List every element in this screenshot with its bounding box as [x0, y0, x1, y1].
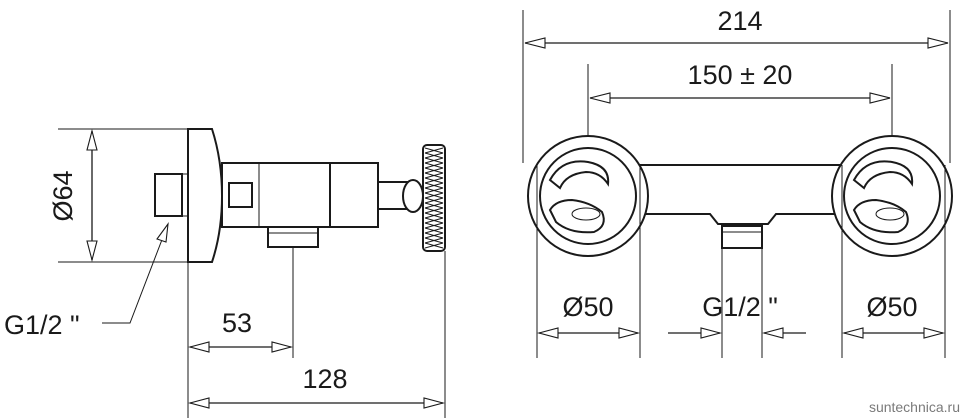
label-diameter-64: Ø64: [48, 170, 78, 221]
left-eccentric-top: [548, 160, 610, 190]
front-outlet: [721, 225, 763, 249]
arrow-down: [86, 240, 98, 263]
knurl-line: [424, 192, 444, 199]
knurl-pattern: [424, 147, 444, 249]
knurl-line: [424, 182, 444, 189]
knurl-line: [424, 147, 444, 154]
label-overall-214: 214: [717, 6, 762, 36]
side-valve-cap: [329, 162, 379, 228]
label-right-diameter: Ø50: [866, 292, 917, 322]
leader-line-thread: [102, 223, 169, 324]
watermark: suntechnica.ru: [869, 399, 960, 415]
knurl-line: [424, 197, 444, 204]
label-inlet-thread: G1/2 ": [702, 292, 778, 322]
side-knurled-handle: [422, 144, 446, 252]
front-mixer-body: [619, 164, 865, 225]
knurl-line: [424, 232, 444, 239]
knurl-line: [424, 162, 444, 169]
right-eccentric-top: [852, 160, 914, 190]
knurl-line: [424, 237, 444, 244]
label-left-diameter: Ø50: [562, 292, 613, 322]
knurl-line: [424, 227, 444, 234]
label-offset-53: 53: [222, 308, 252, 338]
knurl-line: [424, 177, 444, 184]
knurl-line: [424, 217, 444, 224]
knurl-line: [424, 212, 444, 219]
knurl-line: [424, 202, 444, 209]
side-valve-square: [228, 182, 253, 208]
label-side-thread: G1/2 ": [4, 310, 80, 340]
label-center-distance: 150 ± 20: [688, 60, 793, 90]
knurl-line: [424, 222, 444, 229]
knurl-line: [424, 152, 444, 159]
side-stem-joint: [402, 179, 424, 213]
side-inlet-nipple: [154, 173, 183, 217]
knurl-line: [424, 242, 444, 249]
knurl-line: [424, 187, 444, 194]
arrow-up: [86, 128, 98, 151]
knurl-line: [424, 172, 444, 179]
label-depth-128: 128: [302, 364, 347, 394]
side-body-shell: [187, 128, 224, 263]
side-outlet: [267, 226, 319, 248]
knurl-line: [424, 157, 444, 164]
side-view: Ø64 G1/2 " 53: [4, 128, 446, 418]
leader-arrow: [156, 222, 169, 243]
front-view: 214 150 ± 20 Ø50: [522, 6, 953, 358]
knurl-line: [424, 207, 444, 214]
knurl-line: [424, 167, 444, 174]
